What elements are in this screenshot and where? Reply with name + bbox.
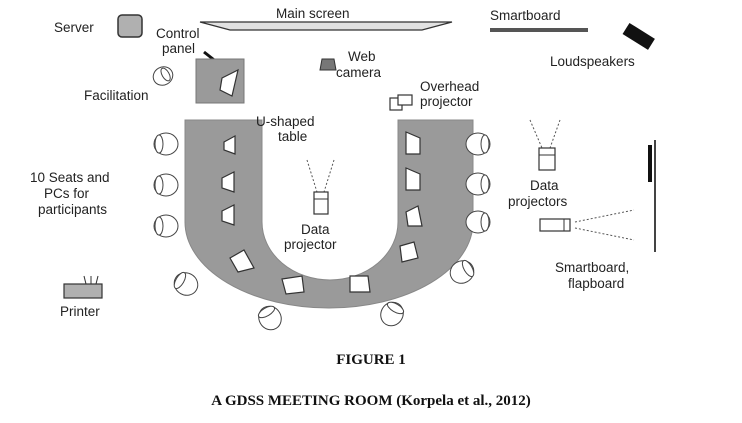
participant-pc: [405, 205, 423, 227]
participant-seat: [449, 259, 475, 284]
web-camera-icon: [319, 58, 337, 71]
printer-paper: [83, 275, 87, 285]
facilitation-label: Facilitation: [84, 88, 149, 103]
smartboard-top-label: Smartboard: [490, 8, 561, 23]
u-shaped-table: [184, 119, 474, 309]
participant-seat: [173, 271, 199, 296]
control-panel-label-line2: panel: [162, 41, 195, 56]
side-projector-beam: [574, 227, 635, 241]
center-projector-label-line1: Data: [301, 222, 330, 237]
right-data-projector-side: [539, 218, 571, 232]
facilitator-seat: [152, 66, 174, 86]
control-panel-label-line1: Control: [156, 26, 200, 41]
server-label: Server: [54, 20, 94, 35]
right-projector-beam: [549, 119, 561, 149]
center-projector-beam: [323, 159, 335, 193]
web-camera-label-line1: Web: [348, 49, 376, 64]
participant-seat: [153, 173, 179, 197]
participant-seat: [153, 132, 179, 156]
center-projector-beam: [306, 159, 318, 193]
main-screen-label: Main screen: [276, 6, 350, 21]
figure-number: FIGURE 1: [336, 352, 406, 368]
smartboard-flapboard-label-line1: Smartboard,: [555, 260, 629, 275]
participant-pc: [229, 249, 255, 273]
server-box: [117, 14, 143, 38]
facilitation-desk: [195, 58, 245, 104]
loudspeaker-icon: [622, 22, 655, 50]
overhead-projector-label-line1: Overhead: [420, 79, 479, 94]
participant-pc: [223, 134, 236, 155]
participant-seat: [465, 172, 491, 196]
floor-plan: Server Control panel Main screen Smartbo…: [30, 6, 656, 331]
right-projector-beam: [529, 119, 543, 149]
seats-label-line1: 10 Seats and: [30, 170, 110, 185]
right-projectors-label-line1: Data: [530, 178, 559, 193]
printer-paper: [95, 275, 99, 285]
center-data-projector: [313, 191, 329, 215]
right-data-projector-top: [538, 147, 556, 171]
u-table-label-line1: U-shaped: [256, 114, 315, 129]
web-camera-label-line2: camera: [336, 65, 382, 80]
main-screen: [199, 21, 453, 31]
participant-seat: [380, 301, 405, 327]
seats-label-line3: participants: [38, 202, 107, 217]
right-projectors-label-line2: projectors: [508, 194, 568, 209]
participant-pc: [281, 275, 305, 295]
participant-pc: [349, 275, 371, 293]
printer-icon: [63, 283, 103, 299]
participant-pc: [221, 204, 235, 226]
participant-seat: [465, 210, 491, 234]
figure-caption: A GDSS MEETING ROOM (Korpela et al., 201…: [211, 393, 531, 409]
participant-pc: [221, 171, 235, 193]
participant-seat: [465, 132, 491, 156]
printer-label: Printer: [60, 304, 100, 319]
u-table-label-line2: table: [278, 129, 307, 144]
participant-seat: [257, 305, 282, 331]
loudspeakers-label: Loudspeakers: [550, 54, 635, 69]
seats-label-line2: PCs for: [44, 186, 90, 201]
participant-pc: [405, 131, 421, 155]
participant-pc: [399, 241, 419, 263]
smartboard-flapboard-label-line2: flapboard: [568, 276, 624, 291]
center-projector-label-line2: projector: [284, 237, 337, 252]
side-projector-beam: [574, 209, 635, 223]
overhead-projector-label-line2: projector: [420, 94, 473, 109]
participant-seat: [153, 214, 179, 238]
overhead-projector-head: [397, 94, 413, 106]
facilitation-pc: [219, 68, 239, 97]
participant-pc: [405, 167, 421, 191]
